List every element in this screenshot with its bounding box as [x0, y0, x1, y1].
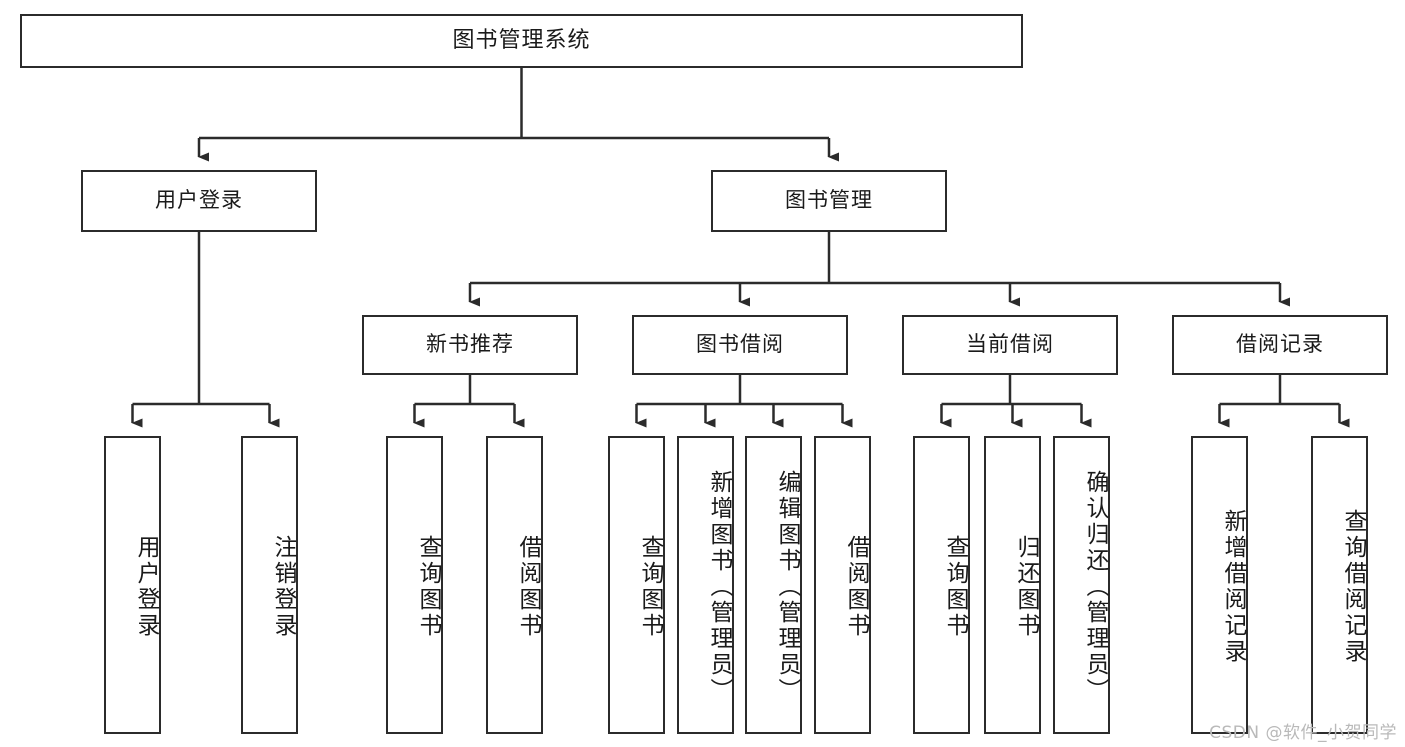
node-label: 图书管理 [785, 188, 873, 213]
node-root[interactable]: 图书管理系统 [20, 14, 1023, 68]
leaf-borrow-book-recommend[interactable]: 借阅图书 [486, 436, 543, 734]
node-label: 用户登录 [155, 188, 243, 213]
leaf-add-borrow-record[interactable]: 新增借阅记录 [1191, 436, 1248, 734]
node-label: 归还图书 [1013, 535, 1039, 639]
node-label: 借阅图书 [515, 535, 541, 639]
node-label: 图书借阅 [696, 332, 784, 357]
leaf-borrow-book[interactable]: 借阅图书 [814, 436, 871, 734]
node-label: 注销登录 [270, 535, 296, 639]
node-new-book-recommend[interactable]: 新书推荐 [362, 315, 578, 375]
leaf-add-book[interactable]: 新增图书（管理员） [677, 436, 734, 734]
leaf-query-borrow-record[interactable]: 查询借阅记录 [1311, 436, 1368, 734]
leaf-confirm-return[interactable]: 确认归还（管理员） [1053, 436, 1110, 734]
leaf-query-book-recommend[interactable]: 查询图书 [386, 436, 443, 734]
leaf-edit-book[interactable]: 编辑图书（管理员） [745, 436, 802, 734]
node-user-login[interactable]: 用户登录 [81, 170, 317, 232]
leaf-user-logout[interactable]: 注销登录 [241, 436, 298, 734]
node-book-manage[interactable]: 图书管理 [711, 170, 947, 232]
node-label: 确认归还（管理员） [1082, 470, 1108, 704]
node-label: 新增借阅记录 [1220, 509, 1246, 665]
node-current-borrow[interactable]: 当前借阅 [902, 315, 1118, 375]
node-label: 新书推荐 [426, 332, 514, 357]
node-label: 查询图书 [942, 535, 968, 639]
node-label: 查询借阅记录 [1340, 509, 1366, 665]
node-label: 借阅记录 [1236, 332, 1324, 357]
node-label: 查询图书 [415, 535, 441, 639]
node-label: 用户登录 [133, 535, 159, 639]
leaf-return-book[interactable]: 归还图书 [984, 436, 1041, 734]
node-borrow-record[interactable]: 借阅记录 [1172, 315, 1388, 375]
node-label: 查询图书 [637, 535, 663, 639]
node-label: 新增图书（管理员） [706, 470, 732, 704]
leaf-query-book-current[interactable]: 查询图书 [913, 436, 970, 734]
node-label: 图书管理系统 [452, 27, 591, 53]
leaf-user-login[interactable]: 用户登录 [104, 436, 161, 734]
node-label: 编辑图书（管理员） [774, 470, 800, 704]
watermark: CSDN @软件_小贺同学 [1209, 723, 1397, 743]
node-label: 当前借阅 [966, 332, 1054, 357]
node-label: 借阅图书 [843, 535, 869, 639]
node-book-borrow[interactable]: 图书借阅 [632, 315, 848, 375]
leaf-query-book-borrow[interactable]: 查询图书 [608, 436, 665, 734]
